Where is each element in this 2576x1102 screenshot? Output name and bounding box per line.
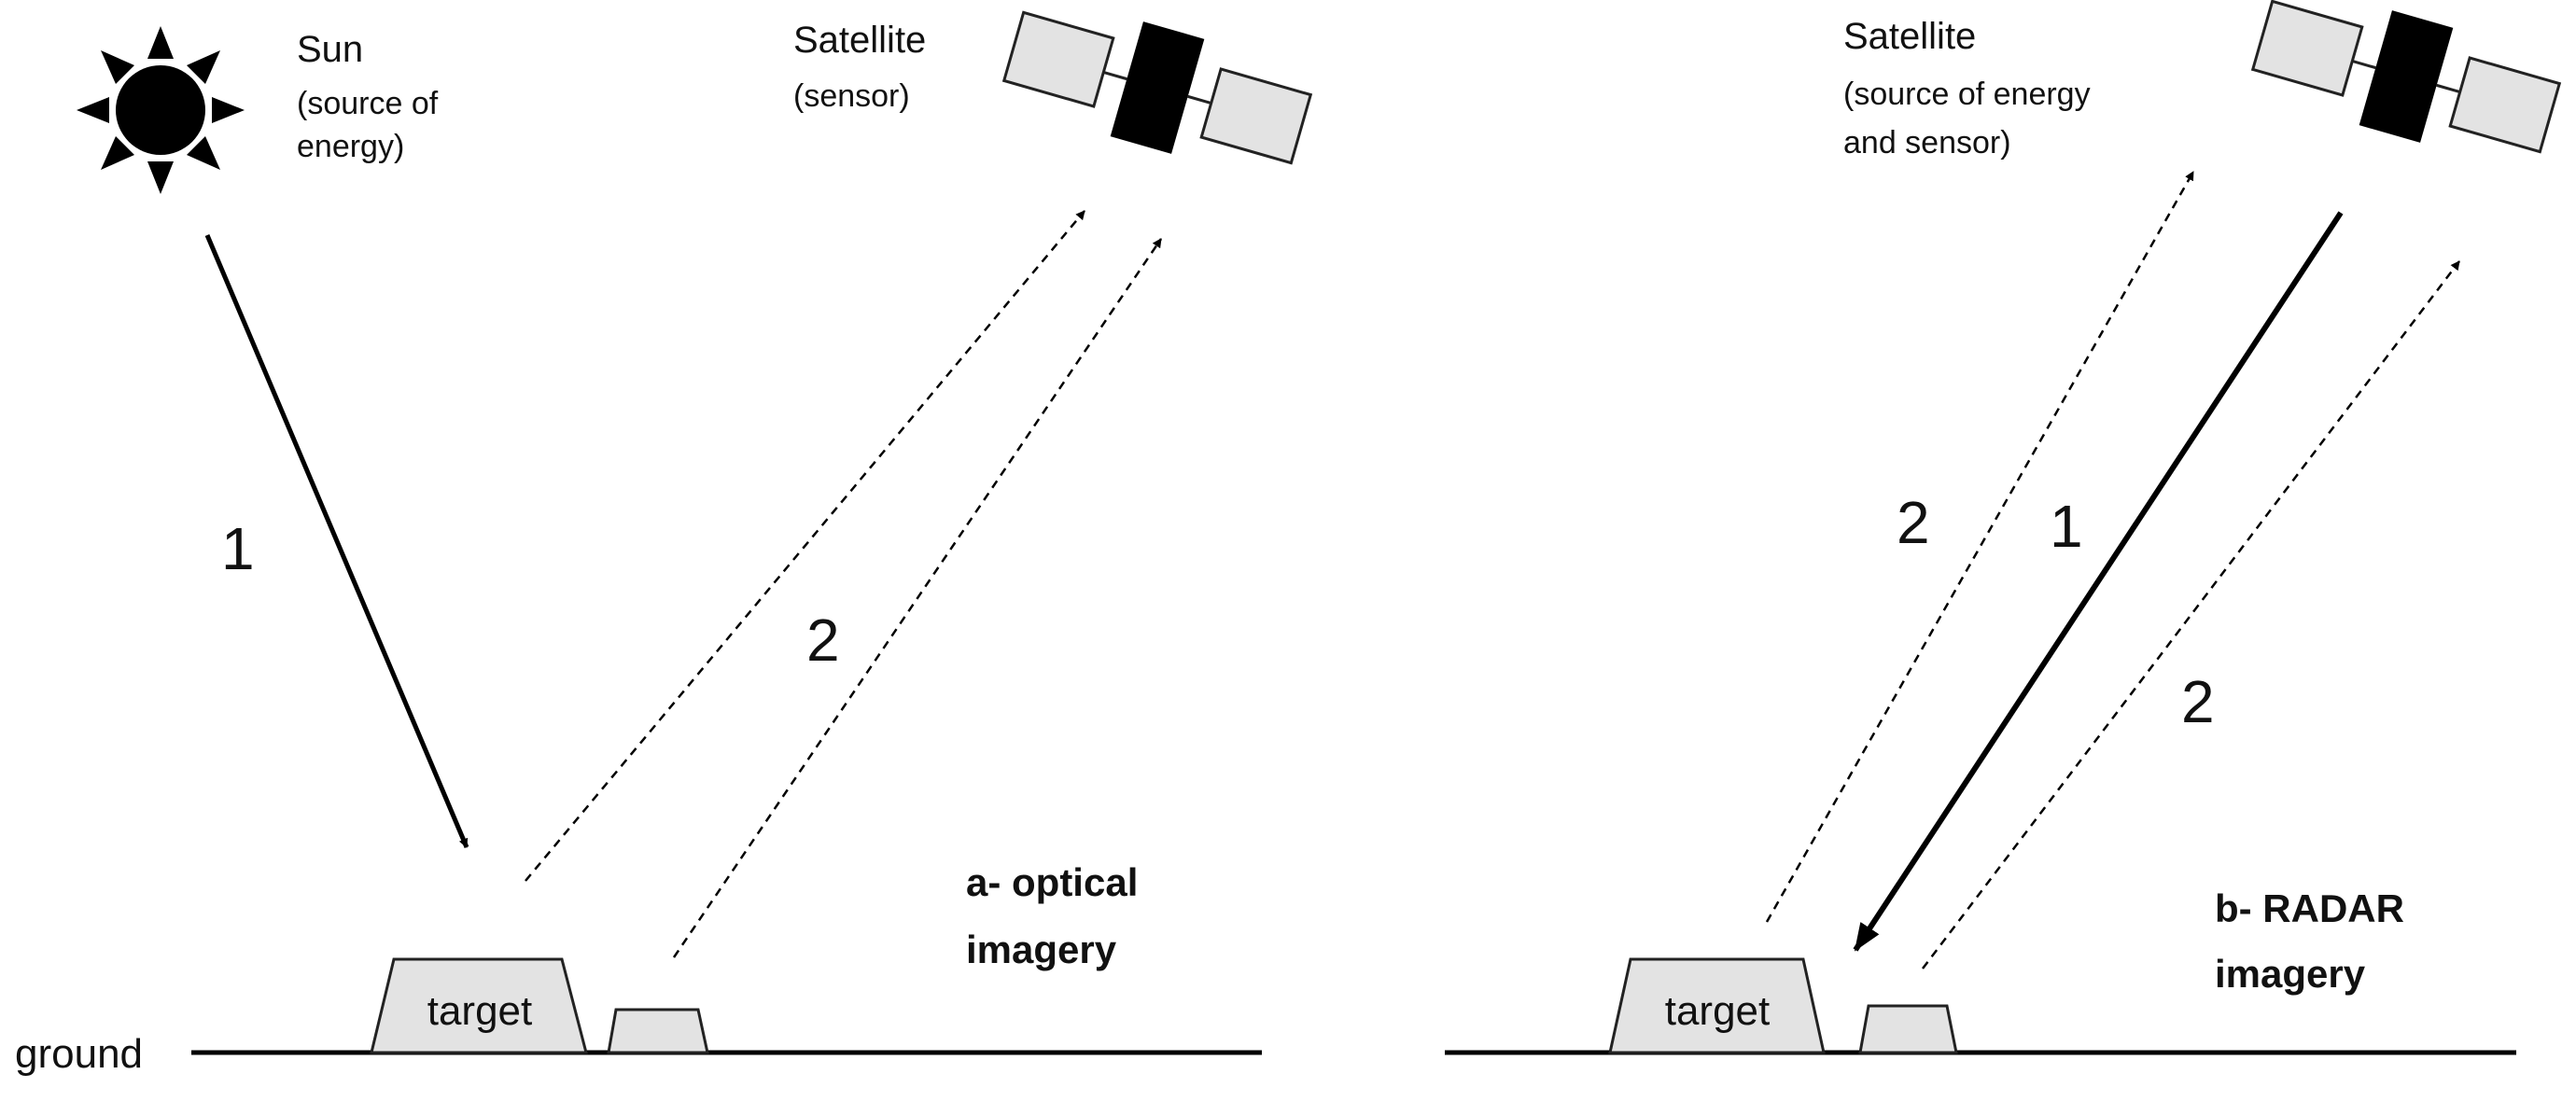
backscatter-arrow-left [1765,171,2195,923]
arrow-label-2: 2 [806,607,840,674]
satellite-title-b: Satellite [1843,16,1976,57]
emitted-energy-arrow [1853,211,2344,952]
sun-description-line-2: energy) [297,129,404,164]
backscatter-arrow-right [1922,260,2460,969]
satellite-description-b-line-1: (source of energy [1843,77,2091,112]
sun-description-line-1: (source of [297,86,439,121]
target-label-b: target [1665,988,1771,1034]
target-object-b [1608,957,1826,1054]
sun-icon [77,26,245,194]
small-object-a [607,1008,709,1054]
panel-optical: Sun (source of energy) Satellite (sensor… [15,10,1313,1077]
arrow-label-2-right: 2 [2181,668,2215,735]
caption-a-line-2: imagery [966,928,1117,971]
sun-title: Sun [297,29,363,70]
satellite-title-a: Satellite [793,20,926,61]
caption-b-line-2: imagery [2215,952,2366,996]
reflected-energy-arrow-right [672,238,1163,958]
caption-a-line-1: a- optical [966,860,1138,904]
panel-radar: Satellite (source of energy and sensor) … [1445,0,2562,1055]
small-object-b [1858,1004,1958,1054]
incident-energy-arrow [204,234,469,848]
satellite-description-b-line-2: and sensor) [1843,125,2011,160]
arrow-label-2-left: 2 [1897,489,1930,556]
satellite-icon [2250,0,2562,154]
target-label-a: target [427,988,533,1034]
caption-b-line-1: b- RADAR [2215,886,2404,930]
reflected-energy-arrow-left [525,210,1085,882]
ground-label: ground [15,1031,143,1077]
satellite-description-a: (sensor) [793,78,910,114]
arrow-label-1: 1 [221,515,255,582]
target-object-a [370,957,588,1054]
arrow-label-1: 1 [2050,493,2083,560]
satellite-icon [1001,10,1313,165]
